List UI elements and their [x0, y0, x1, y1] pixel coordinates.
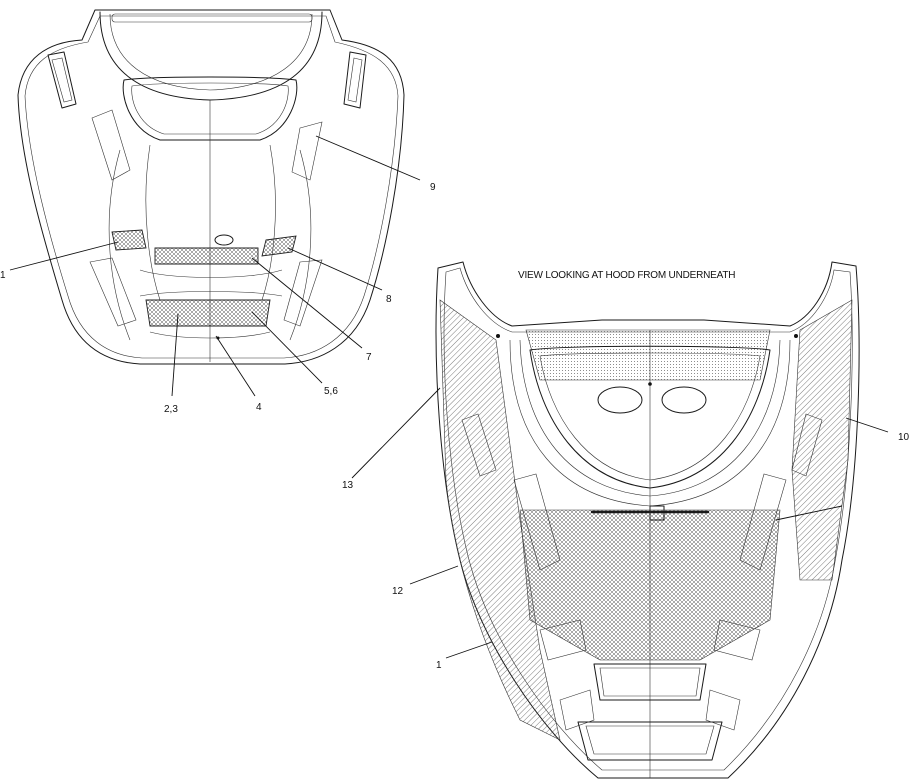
view-caption: VIEW LOOKING AT HOOD FROM UNDERNEATH — [518, 270, 735, 281]
callout-2-3: 2,3 — [164, 404, 178, 415]
insulation-upper — [525, 329, 771, 381]
hood-underside-view — [435, 261, 860, 779]
decal-upper-center — [154, 247, 259, 265]
hood-outer-shell — [17, 9, 405, 365]
headlight-cavity — [529, 345, 771, 489]
side-vent-left — [47, 51, 77, 109]
headlight-right — [661, 386, 707, 414]
emblem — [214, 234, 234, 246]
callout-12: 12 — [392, 586, 404, 597]
decal-left — [111, 229, 147, 251]
callout-1-bottom: 1 — [436, 660, 442, 671]
leader-lines — [9, 135, 889, 659]
decal-right — [261, 235, 297, 257]
callout-8: 8 — [386, 294, 392, 305]
insulation-left — [439, 299, 561, 741]
headlight-lens — [122, 76, 298, 141]
lower-vent — [593, 663, 707, 701]
callout-9: 9 — [430, 182, 436, 193]
decal-lower-center — [145, 299, 271, 327]
side-vent-right — [343, 51, 367, 109]
callout-10: 10 — [898, 432, 910, 443]
callout-4: 4 — [256, 402, 262, 413]
callout-13: 13 — [342, 480, 354, 491]
headlight-left — [597, 386, 643, 414]
callout-5-6: 5,6 — [324, 386, 338, 397]
hood-top-view — [17, 9, 405, 365]
insulation-right — [791, 299, 853, 581]
callout-7: 7 — [366, 352, 372, 363]
bottom-vent — [577, 721, 723, 761]
callout-1-top: 1 — [0, 270, 6, 281]
windshield-frame — [99, 11, 323, 101]
